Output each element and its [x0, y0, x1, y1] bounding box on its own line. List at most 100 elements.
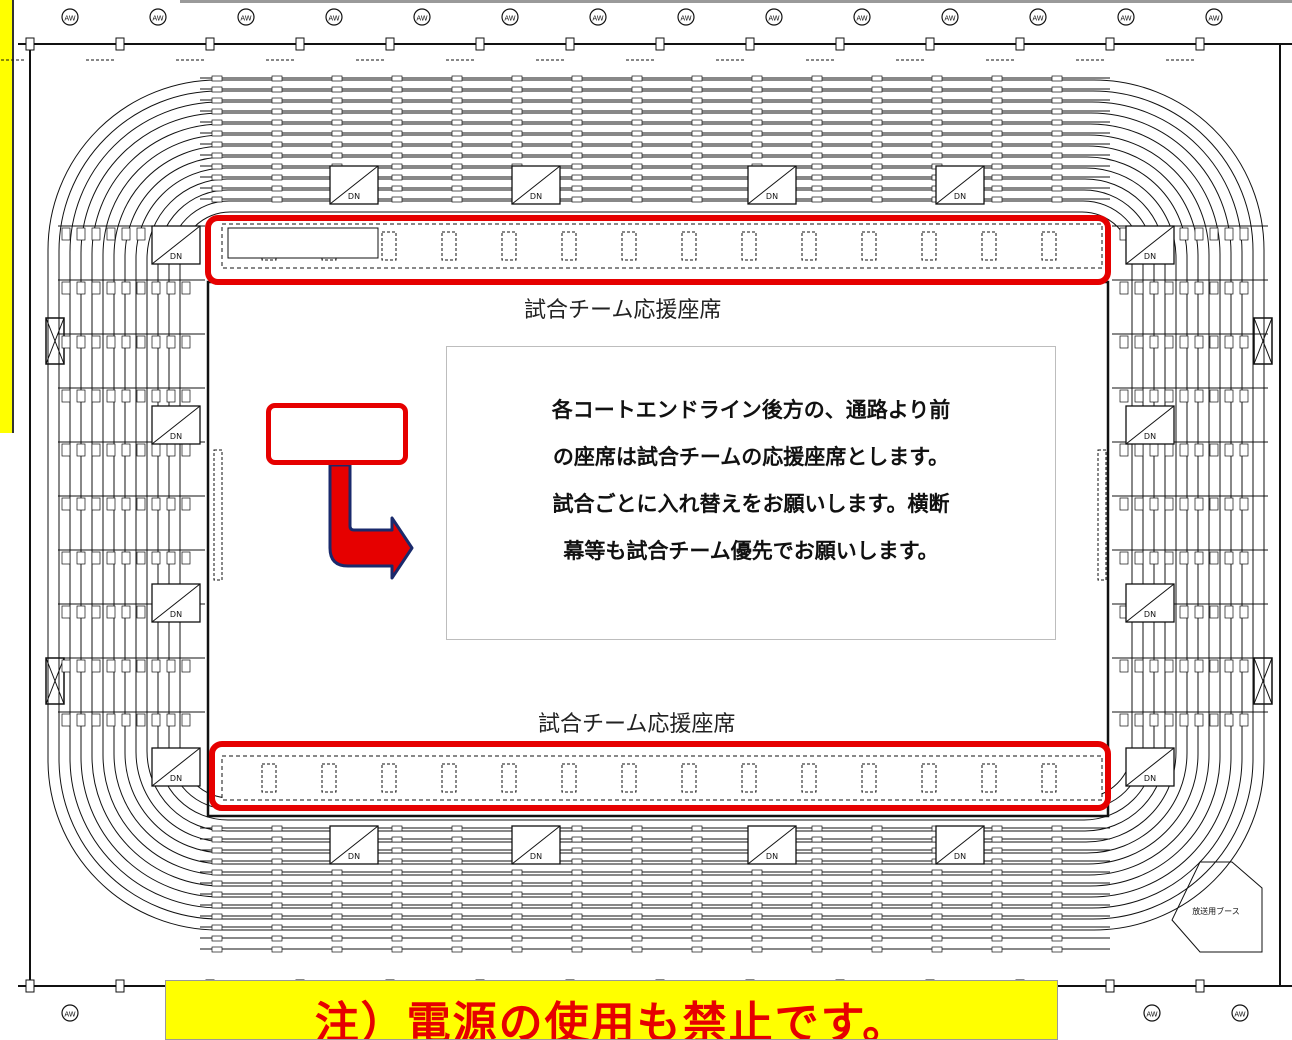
- seat: [931, 891, 943, 898]
- seat: [271, 152, 283, 159]
- seat: [1119, 335, 1129, 349]
- seat: [391, 847, 403, 854]
- seat: [331, 913, 343, 920]
- seat: [811, 924, 823, 931]
- front-row-seat: [621, 231, 637, 261]
- seat: [1179, 335, 1189, 349]
- seat: [151, 335, 161, 349]
- seat: [871, 119, 883, 126]
- seat: [1224, 713, 1234, 727]
- seat: [991, 935, 1003, 942]
- seat: [1119, 551, 1129, 565]
- seat: [451, 163, 463, 170]
- stair-diagonal: [511, 165, 561, 205]
- seat: [76, 281, 86, 295]
- seat: [121, 659, 131, 673]
- seat: [811, 108, 823, 115]
- seat: [511, 924, 523, 931]
- seat: [871, 196, 883, 203]
- pillar-mark: [1117, 8, 1135, 26]
- seat: [871, 913, 883, 920]
- seat: [1224, 281, 1234, 295]
- seat: [331, 75, 343, 82]
- wall-post: [925, 37, 935, 51]
- seat: [1051, 163, 1063, 170]
- stair-diagonal: [329, 165, 379, 205]
- pillar-mark-label: AW: [680, 15, 691, 23]
- seat: [181, 281, 191, 295]
- seat: [991, 163, 1003, 170]
- pillar-mark-label: AW: [504, 15, 515, 23]
- seat: [991, 174, 1003, 181]
- front-row-seat: [441, 231, 457, 261]
- front-row-seat: [861, 763, 877, 793]
- seat: [121, 389, 131, 403]
- seat: [871, 880, 883, 887]
- seat: [106, 281, 116, 295]
- seat: [1164, 389, 1174, 403]
- pillar-mark: [589, 8, 607, 26]
- pillar-mark: [1029, 8, 1047, 26]
- seat: [691, 847, 703, 854]
- seat: [931, 924, 943, 931]
- seat: [61, 713, 71, 727]
- seat: [931, 946, 943, 953]
- seat: [451, 108, 463, 115]
- seat: [751, 946, 763, 953]
- seat: [121, 335, 131, 349]
- seat: [61, 605, 71, 619]
- seat: [391, 130, 403, 137]
- seat: [1119, 713, 1129, 727]
- seat: [1209, 443, 1219, 457]
- seat: [136, 443, 146, 457]
- seat: [61, 227, 71, 241]
- front-row-seat: [681, 231, 697, 261]
- seat: [691, 174, 703, 181]
- seat: [61, 335, 71, 349]
- seat: [631, 141, 643, 148]
- seat: [571, 130, 583, 137]
- seat: [331, 902, 343, 909]
- seat: [1209, 659, 1219, 673]
- seat: [991, 108, 1003, 115]
- stair-diagonal: [935, 825, 985, 865]
- seat: [391, 836, 403, 843]
- seat: [571, 935, 583, 942]
- seat: [1149, 713, 1159, 727]
- seat: [1051, 196, 1063, 203]
- stair-label: DN: [1144, 252, 1156, 261]
- seat: [1209, 713, 1219, 727]
- seat: [451, 869, 463, 876]
- seat: [121, 443, 131, 457]
- seat: [571, 119, 583, 126]
- seat: [631, 108, 643, 115]
- seat: [751, 891, 763, 898]
- seat: [271, 847, 283, 854]
- front-row-seat: [741, 763, 757, 793]
- seat: [106, 389, 116, 403]
- seat: [211, 891, 223, 898]
- front-row-seat: [561, 763, 577, 793]
- seat: [811, 847, 823, 854]
- seat: [1134, 497, 1144, 511]
- seat: [1164, 659, 1174, 673]
- seat: [1164, 281, 1174, 295]
- wall-post: [1015, 37, 1025, 51]
- seat: [931, 97, 943, 104]
- seat: [211, 152, 223, 159]
- seat: [1149, 281, 1159, 295]
- seat: [121, 551, 131, 565]
- seat: [1051, 880, 1063, 887]
- seat: [1224, 443, 1234, 457]
- seat: [91, 497, 101, 511]
- seat: [451, 185, 463, 192]
- front-row-seat: [981, 763, 997, 793]
- seat: [331, 152, 343, 159]
- seat: [211, 196, 223, 203]
- seat: [931, 913, 943, 920]
- stair-label: DN: [348, 192, 360, 201]
- seat: [121, 605, 131, 619]
- seat: [1119, 443, 1129, 457]
- seat: [691, 913, 703, 920]
